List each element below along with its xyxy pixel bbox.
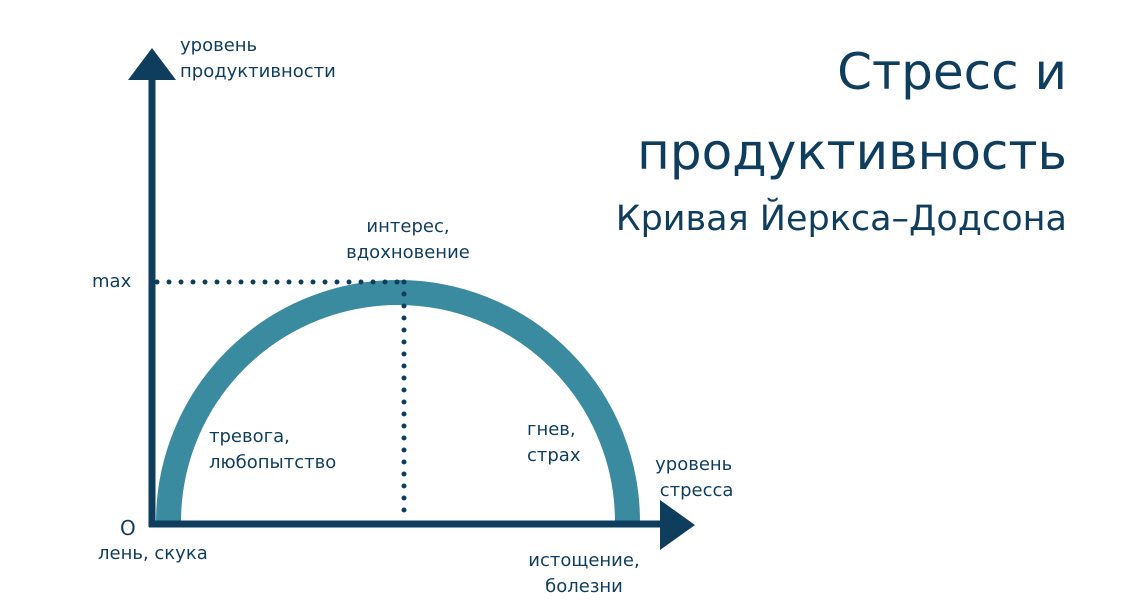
y-max-label: max xyxy=(92,271,132,292)
y-axis-label-line2: продуктивности xyxy=(180,61,336,82)
title-line2: продуктивность xyxy=(637,123,1067,181)
high-stress-label: истощение, болезни xyxy=(522,548,646,600)
high-stress-label-line2: болезни xyxy=(545,576,623,597)
low-stress-label: лень, скука xyxy=(98,543,208,564)
subtitle: Кривая Йеркса–Додсона xyxy=(615,199,1067,239)
y-axis-label-line1: уровень xyxy=(180,35,258,56)
x-axis-arrow-icon xyxy=(660,500,695,550)
performance-curve xyxy=(156,280,640,523)
right-zone-label-line2: страх xyxy=(527,445,581,466)
right-zone-label-line1: гнев, xyxy=(527,419,576,440)
x-axis-label-line2: стресса xyxy=(659,480,734,501)
peak-label-line1: интерес, xyxy=(366,216,450,237)
left-zone-label-line2: любопытство xyxy=(209,452,337,473)
peak-label-line2: вдохновение xyxy=(346,242,470,263)
high-stress-label-line1: истощение, xyxy=(528,550,640,571)
left-zone-label: тревога, любопытство xyxy=(209,424,336,476)
x-axis-label-line1: уровень xyxy=(655,454,733,475)
left-zone-label-line1: тревога, xyxy=(209,426,290,447)
title-line1: Стресс и xyxy=(837,43,1067,101)
x-axis-label: уровень стресса xyxy=(654,452,733,504)
origin-label: O xyxy=(120,516,136,540)
right-zone-label: гнев, страх xyxy=(527,417,581,469)
y-axis-arrow-icon xyxy=(128,48,176,80)
y-axis-label: уровень продуктивности xyxy=(180,33,336,85)
peak-label: интерес, вдохновение xyxy=(340,214,476,266)
